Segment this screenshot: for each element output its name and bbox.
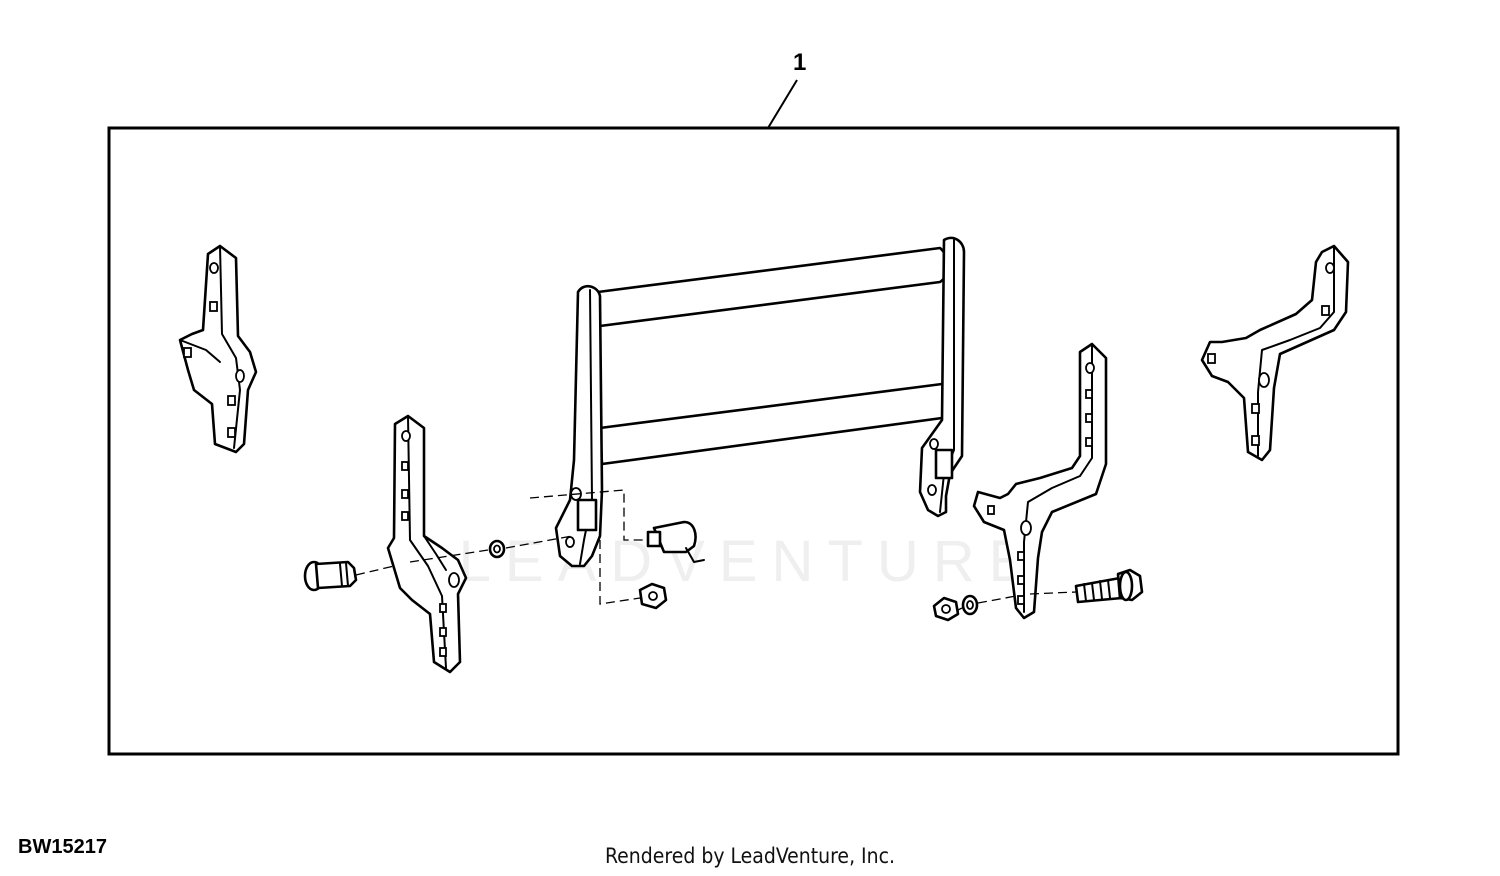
round-hole <box>448 572 460 588</box>
round-hole <box>235 369 245 383</box>
square-hole <box>401 511 409 521</box>
upper-crossbar <box>596 246 949 328</box>
hardware-left <box>303 520 705 610</box>
left-clip <box>576 498 598 532</box>
bracket-right <box>972 342 1108 620</box>
hex-nut <box>932 596 960 622</box>
round-hole <box>1020 520 1032 536</box>
round-hole <box>209 262 219 274</box>
square-hole <box>1017 575 1025 585</box>
right-clip <box>934 448 954 480</box>
lock-washer <box>488 539 506 559</box>
round-hole <box>1325 262 1335 274</box>
assembly-lines <box>355 489 1077 611</box>
square-hole <box>1321 305 1330 316</box>
bracket-far-left <box>178 244 258 454</box>
spacer-pin <box>646 520 705 563</box>
kit-frame <box>107 126 1400 756</box>
carriage-bolt <box>303 560 358 592</box>
square-hole <box>227 395 236 406</box>
lower-crossbar <box>598 382 951 466</box>
hex-nut <box>638 582 668 610</box>
square-hole <box>183 347 192 358</box>
round-hole <box>1085 362 1095 374</box>
square-hole <box>439 603 447 613</box>
figure-id: BW15217 <box>18 836 107 858</box>
lock-washer <box>961 594 979 616</box>
square-hole <box>1207 353 1216 364</box>
bracket-left <box>386 414 468 674</box>
guard-frame <box>554 236 966 568</box>
square-hole <box>401 489 409 499</box>
bracket-far-right <box>1200 244 1350 462</box>
square-hole <box>1017 595 1025 605</box>
round-hole <box>927 484 937 496</box>
square-hole <box>439 647 447 657</box>
round-hole <box>1258 372 1270 388</box>
round-hole <box>929 438 939 450</box>
square-hole <box>1017 551 1025 561</box>
square-hole <box>1251 435 1260 446</box>
square-hole <box>987 505 995 515</box>
square-hole <box>1085 413 1093 423</box>
round-hole <box>401 430 411 442</box>
hex-bolt <box>1074 568 1144 604</box>
round-hole <box>565 536 575 548</box>
square-hole <box>1085 389 1093 399</box>
callout-leader <box>767 79 798 129</box>
square-hole <box>1251 403 1260 414</box>
hardware-right <box>932 568 1144 622</box>
square-hole <box>1085 437 1093 447</box>
callout-number: 1 <box>793 49 806 76</box>
square-hole <box>209 301 218 312</box>
square-hole <box>227 427 236 438</box>
credit-line: Rendered by LeadVenture, Inc. <box>605 844 895 868</box>
square-hole <box>439 627 447 637</box>
square-hole <box>401 461 409 471</box>
